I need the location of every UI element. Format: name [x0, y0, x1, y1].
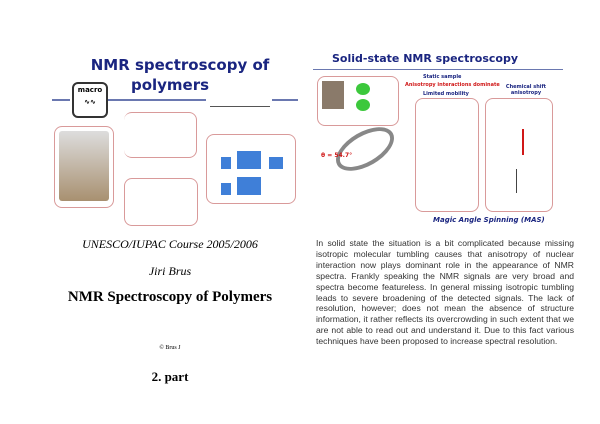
course-title: UNESCO/IUPAC Course 2005/2006 [82, 237, 258, 251]
molecule-panel [124, 178, 198, 226]
macro-logo: macro∿∿ [72, 82, 108, 118]
static-sample-label: Static sample [423, 74, 462, 80]
spectrum-panel [124, 112, 197, 158]
divider [313, 69, 563, 70]
lab-logo [210, 88, 270, 107]
csa-label: Chemical shift anisotropy [505, 84, 547, 96]
magic-angle-label: θ = 54.7° [321, 152, 353, 159]
copyright: © Brus J [159, 345, 181, 351]
slide-nmr-polymers: NMR spectroscopy of polymers macro∿∿ [50, 50, 300, 230]
slide1-title-line2: polymers [130, 76, 210, 94]
pulse-sequence-panel [206, 134, 296, 204]
slide-solid-state-nmr: Solid-state NMR spectroscopy Static samp… [305, 52, 570, 234]
magic-angle-label-mas: Magic Angle Spinning (MAS) [433, 216, 545, 224]
lecture-title: NMR Spectroscopy of Polymers [67, 289, 273, 305]
mas-rotor-diagram [328, 118, 402, 180]
slide2-title: Solid-state NMR spectroscopy [331, 52, 518, 65]
crystal-image-panel [317, 76, 399, 126]
spectra-panel [485, 98, 553, 212]
divider [272, 99, 298, 101]
divider [52, 99, 70, 101]
limited-mobility-label: Limited mobility [423, 91, 469, 97]
photo-spectrometer [54, 126, 114, 208]
part-label: 2. part [151, 369, 189, 384]
body-paragraph: In solid state the situation is a bit co… [316, 238, 574, 347]
orientation-panel [415, 98, 479, 212]
divider [106, 99, 206, 101]
author: Jiri Brus [148, 264, 192, 278]
slide1-title-line1: NMR spectroscopy of [90, 56, 270, 74]
anisotropy-label: Anisotropy interactions dominate [405, 82, 500, 88]
